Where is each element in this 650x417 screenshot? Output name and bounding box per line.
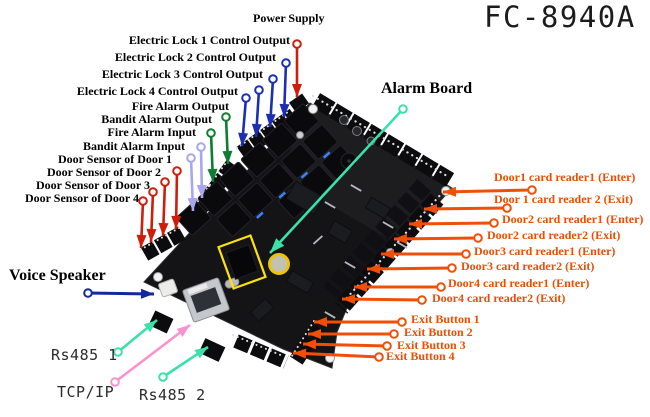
rs485-terminal-2: [198, 338, 226, 362]
arrow-tcp-ip: [114, 323, 191, 384]
label-exit-button-3: Exit Button 3: [397, 338, 466, 352]
arrow-reader-2-2: [393, 236, 479, 241]
alarm-board-connector-highlight: [217, 234, 267, 290]
label-lock3: Electric Lock 3 Control Output: [101, 67, 263, 81]
label-rs485-2: Rs485 2: [139, 386, 206, 404]
label-tcp-ip: TCP/IP: [57, 383, 115, 401]
label-exit-button-1: Exit Button 1: [411, 312, 480, 326]
label-exit-button-4: Exit Button 4: [386, 349, 455, 363]
top-right-terminal-strip: [311, 93, 455, 187]
capacitor: [339, 115, 349, 125]
label-reader-1-2: Door 1 card reader 2 (Exit): [494, 192, 633, 206]
label-door-sensor-3: Door Sensor of Door 3: [36, 178, 150, 192]
buzzer-hole: [347, 159, 351, 163]
capacitor: [352, 126, 362, 136]
status-led-row: [256, 151, 331, 219]
rs485-terminal-1: [148, 310, 174, 334]
label-door-sensor-1: Door Sensor of Door 1: [58, 152, 172, 166]
speaker-connector: [158, 278, 178, 298]
label-exit-button-2: Exit Button 2: [404, 325, 473, 339]
label-bandit-alarm-output: Bandit Alarm Output: [101, 112, 212, 126]
label-lock1: Electric Lock 1 Control Output: [128, 33, 290, 47]
label-rs485-1: Rs485 1: [51, 346, 118, 364]
label-reader-1-1: Door1 card reader1 (Enter): [494, 170, 636, 184]
arrow-alarm-board: [269, 108, 404, 254]
label-reader-2-1: Door2 card reader1 (Enter): [502, 212, 644, 226]
model-title: FC-8940A: [484, 0, 636, 34]
silkscreen-marks: [312, 184, 408, 319]
label-lock2: Electric Lock 2 Control Output: [114, 50, 276, 64]
label-fire-alarm-output: Fire Alarm Output: [131, 99, 229, 113]
label-lock4: Electric Lock 4 Control Output: [76, 84, 238, 98]
bottom-terminal-strip: [232, 334, 289, 369]
arrow-reader-1-1: [442, 188, 533, 194]
callout-arrows: [83, 39, 537, 387]
label-fire-alarm-input: Fire Alarm Input: [107, 125, 196, 139]
label-door-sensor-4: Door Sensor of Door 4: [25, 191, 139, 205]
label-reader-4-2: Door4 card reader2 (Exit): [432, 291, 566, 305]
label-alarm-board: Alarm Board: [381, 80, 473, 97]
label-power-supply: Power Supply: [253, 11, 325, 25]
label-reader-3-2: Door3 card reader2 (Exit): [461, 259, 595, 273]
ethernet-port: [182, 277, 230, 323]
coin-battery: [268, 253, 290, 275]
arrow-exit-button-4: [292, 351, 380, 359]
arrow-reader-4-2: [341, 297, 423, 302]
label-voice-speaker: Voice Speaker: [9, 267, 106, 284]
arrow-reader-1-2: [423, 206, 508, 211]
label-reader-3-1: Door3 card reader1 (Enter): [474, 244, 616, 258]
label-reader-4-1: Door4 card reader1 (Enter): [448, 276, 590, 290]
door-sensor-terminal-strip: [139, 226, 186, 262]
arrow-reader-3-2: [366, 266, 453, 271]
label-reader-2-2: Door2 card reader2 (Exit): [487, 228, 621, 242]
label-door-sensor-2: Door Sensor of Door 2: [47, 165, 161, 179]
arrow-exit-button-3: [302, 342, 388, 348]
arrow-reader-2-1: [408, 221, 495, 226]
label-bandit-alarm-input: Bandit Alarm Input: [82, 139, 185, 153]
